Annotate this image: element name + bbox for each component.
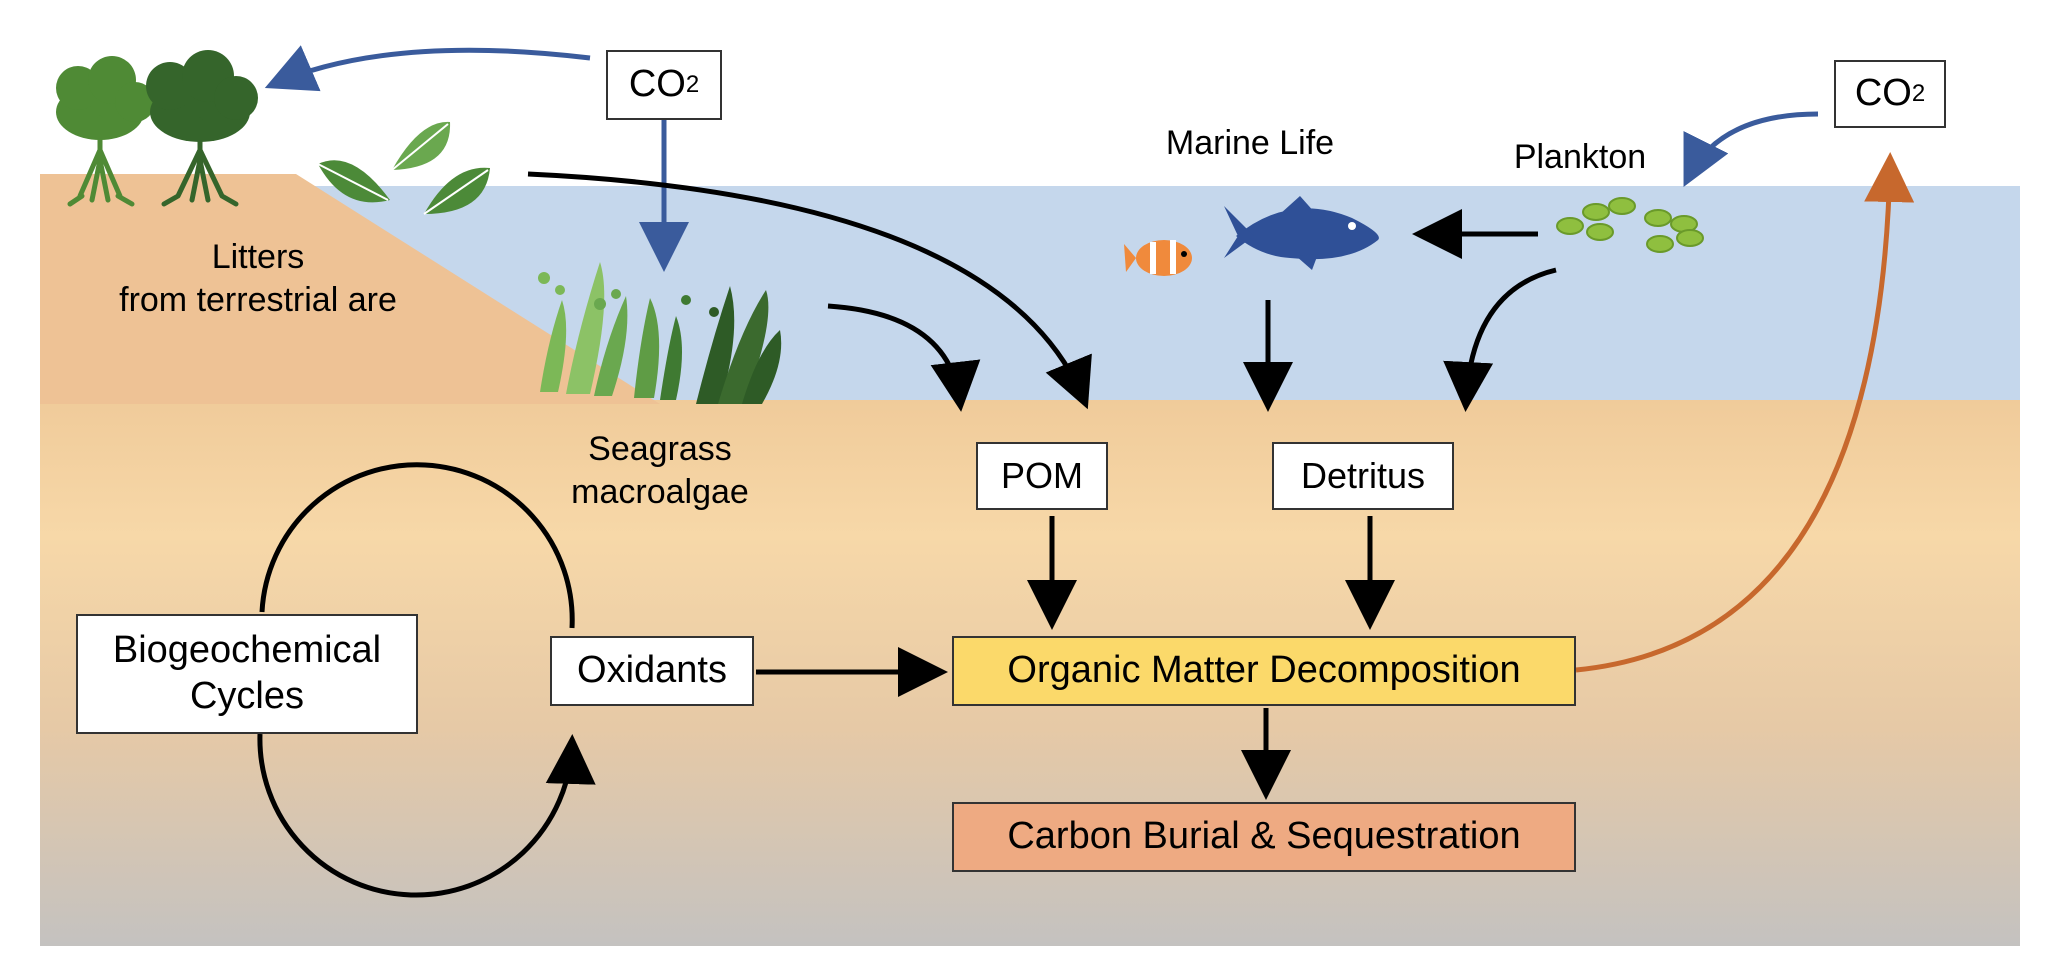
litters-label: Litters from terrestrial are: [80, 236, 436, 321]
co2-left-subscript: 2: [685, 70, 700, 98]
marine-life-label: Marine Life: [1165, 124, 1335, 162]
cycle-upper-arc: [259, 462, 575, 629]
flow-arrows: [257, 171, 1557, 898]
cycle-lower-arc-arrow: [257, 733, 596, 898]
detritus-box: Detritus: [1272, 442, 1454, 510]
co2-to-plankton-arrow: [1683, 111, 1819, 187]
pom-box: POM: [976, 442, 1108, 510]
biogeochemical-cycles-box: Biogeochemical Cycles: [76, 614, 418, 734]
co2-right-text: CO: [1854, 72, 1912, 115]
litters-label-line1: Litters: [211, 238, 305, 276]
seagrass-label-line2: macroalgae: [571, 472, 749, 511]
mangrove-tree-icon: [56, 50, 258, 207]
decomposition-box: Organic Matter Decomposition: [952, 636, 1576, 706]
land-slope: [40, 174, 660, 404]
seagrass-to-pom-arrow: [827, 303, 981, 412]
co2-right-subscript: 2: [1911, 79, 1926, 107]
burial-box: Carbon Burial & Sequestration: [952, 802, 1576, 872]
litters-label-line2: from terrestrial are: [119, 280, 397, 319]
litter-to-pom-arrow: [527, 171, 1092, 410]
co2-to-trees-arrow: [264, 45, 591, 92]
biogeo-line1: Biogeochemical: [112, 629, 382, 672]
plankton-to-detritus-arrow: [1443, 267, 1557, 412]
plankton-label: Plankton: [1513, 138, 1647, 176]
fish-icon: [1224, 196, 1379, 270]
co2-release-arrow: [1575, 152, 1915, 673]
seagrass-label: Seagrass macroalgae: [530, 428, 790, 513]
oxidants-box: Oxidants: [550, 636, 754, 706]
clownfish-icon: [1124, 240, 1192, 276]
seagrass-label-line1: Seagrass: [588, 430, 732, 468]
co2-left-text: CO: [628, 63, 686, 106]
plankton-icon: [1556, 197, 1704, 253]
leaf-icon: [317, 121, 490, 215]
biogeo-line2: Cycles: [189, 675, 305, 717]
seagrass-icon: [538, 262, 782, 404]
